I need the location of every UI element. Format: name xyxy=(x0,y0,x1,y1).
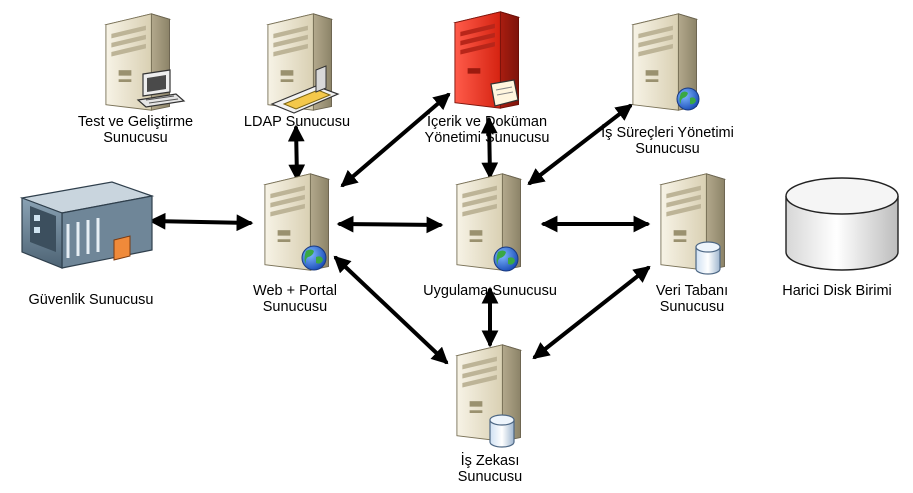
database-icon xyxy=(695,241,721,275)
label-harici: Harici Disk Birimi xyxy=(762,283,912,299)
label-guvenlik: Güvenlik Sunucusu xyxy=(6,292,176,308)
label-line: İçerik ve Doküman xyxy=(426,114,548,130)
label-uygulama: Uygulama Sunucusu xyxy=(400,283,580,299)
label-web: Web + Portal Sunucusu xyxy=(230,283,360,315)
connection-web-iszekasi xyxy=(333,255,449,365)
label-icerik: İçerik ve Doküman Yönetimi Sunucusu xyxy=(402,114,572,146)
test-server-icon xyxy=(105,13,186,111)
label-iszekasi: İş Zekası Sunucusu xyxy=(430,453,550,485)
ldap-server-icon xyxy=(267,13,340,114)
connection-issurecleri-uygulama xyxy=(527,103,633,186)
globe-icon xyxy=(301,245,327,271)
connection-web-icerik xyxy=(340,92,451,188)
card-reader-icon xyxy=(270,65,340,114)
label-line: Sunucusu xyxy=(262,299,328,315)
connection-guvenlik-web xyxy=(148,212,254,232)
label-line: Sunucusu xyxy=(635,141,700,157)
globe-icon xyxy=(676,87,700,111)
label-line: Sunucusu xyxy=(457,469,523,485)
label-veritabani: Veri Tabanı Sunucusu xyxy=(632,283,752,315)
rack-appliance-icon xyxy=(30,206,131,261)
label-test: Test ve Geliştirme Sunucusu xyxy=(58,114,213,146)
application-server-icon xyxy=(456,173,522,272)
connection-icerik-uygulama xyxy=(480,116,499,180)
label-line: Yönetimi Sunucusu xyxy=(424,130,550,146)
label-line: Test ve Geliştirme xyxy=(77,114,194,130)
external-disk-icon xyxy=(785,177,899,271)
content-server-icon xyxy=(454,11,520,109)
disk-storage-icon xyxy=(785,177,899,271)
connection-web-uygulama xyxy=(336,215,444,234)
label-line: LDAP Sunucusu xyxy=(243,114,351,130)
web-portal-server-icon xyxy=(264,173,330,271)
connections-layer xyxy=(148,92,651,365)
label-line: Güvenlik Sunucusu xyxy=(28,292,154,308)
label-line: Sunucusu xyxy=(103,130,168,146)
label-line: İş Zekası xyxy=(460,453,520,469)
bpm-server-icon xyxy=(632,13,700,111)
label-line: Web + Portal xyxy=(253,283,337,299)
label-line: Harici Disk Birimi xyxy=(782,283,892,299)
security-appliance-icon xyxy=(19,181,155,269)
label-line: Veri Tabanı xyxy=(655,283,729,299)
computer-icon xyxy=(136,69,186,108)
globe-icon xyxy=(493,246,519,272)
connection-veritabani-iszekasi xyxy=(532,265,651,360)
bi-server-icon xyxy=(456,344,522,448)
label-is-surecleri: İş Süreçleri Yönetimi Sunucusu xyxy=(580,125,755,157)
database-server-icon xyxy=(660,173,726,275)
connection-ldap-web xyxy=(287,124,306,182)
database-icon xyxy=(489,414,515,448)
label-line: Sunucusu xyxy=(659,299,725,315)
label-line: İş Süreçleri Yönetimi xyxy=(601,125,734,141)
document-icon xyxy=(490,79,519,107)
label-line: Uygulama Sunucusu xyxy=(423,283,557,299)
label-ldap: LDAP Sunucusu xyxy=(222,114,372,130)
